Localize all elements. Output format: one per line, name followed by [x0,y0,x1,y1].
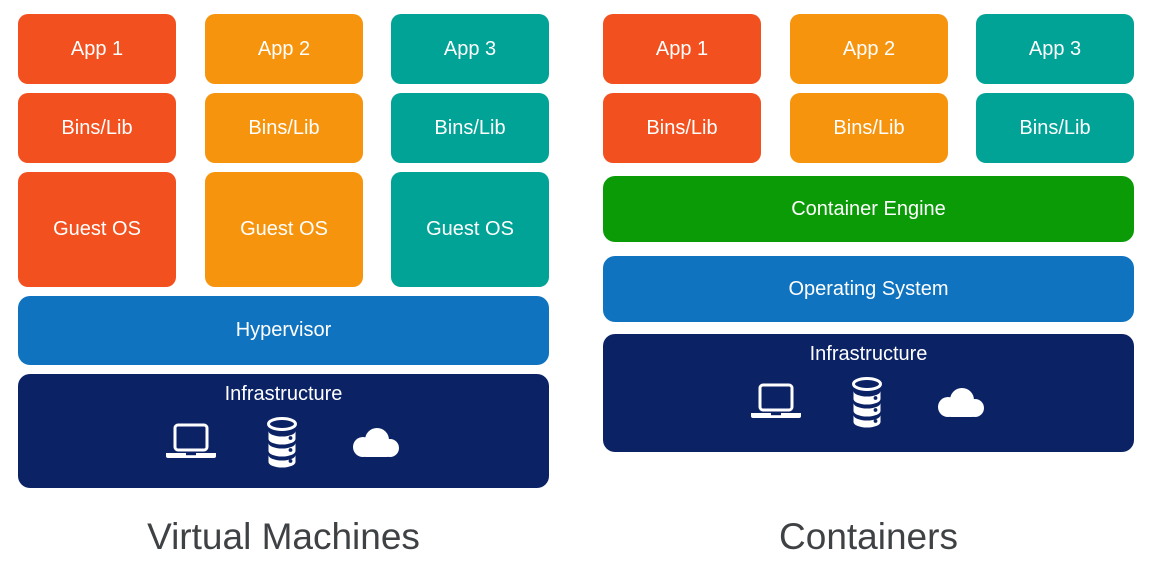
container-stack: App 1 App 2 App 3 Bins/Lib Bins/Lib Bins… [603,14,1134,494]
vm-bins3-box: Bins/Lib [391,93,549,163]
vm-guestos2-box: Guest OS [205,172,363,287]
cloud-icon [937,388,984,417]
ct-app2-box: App 2 [790,14,948,84]
ct-app1-box: App 1 [603,14,761,84]
vm-stack: App 1 App 2 App 3 Bins/Lib Bins/Lib Bins… [18,14,549,494]
containers-caption: Containers [779,516,958,557]
hypervisor-bar: Hypervisor [18,296,549,365]
ct-bins1-box: Bins/Lib [603,93,761,163]
vm-app1-box: App 1 [18,14,176,84]
vm-bins2-box: Bins/Lib [205,93,363,163]
vm-guestos1-box: Guest OS [18,172,176,287]
container-engine-bar: Container Engine [603,176,1134,242]
vm-guestos3-box: Guest OS [391,172,549,287]
vm-bins1-box: Bins/Lib [18,93,176,163]
ct-infrastructure-bar: Infrastructure [603,334,1134,452]
operating-system-bar: Operating System [603,256,1134,322]
vm-caption: Virtual Machines [147,516,420,557]
ct-bins3-box: Bins/Lib [976,93,1134,163]
vm-app2-box: App 2 [205,14,363,84]
laptop-icon [165,423,216,458]
vm-infrastructure-icons [165,416,403,468]
laptop-icon [750,383,801,418]
database-icon [851,377,882,428]
database-icon [266,417,297,468]
vm-infrastructure-label: Infrastructure [224,383,343,405]
vm-infrastructure-bar: Infrastructure [18,374,549,488]
ct-bins2-box: Bins/Lib [790,93,948,163]
ct-app3-box: App 3 [976,14,1134,84]
cloud-icon [352,428,399,457]
ct-infrastructure-icons [750,376,988,428]
ct-infrastructure-label: Infrastructure [809,343,928,365]
vm-app3-box: App 3 [391,14,549,84]
